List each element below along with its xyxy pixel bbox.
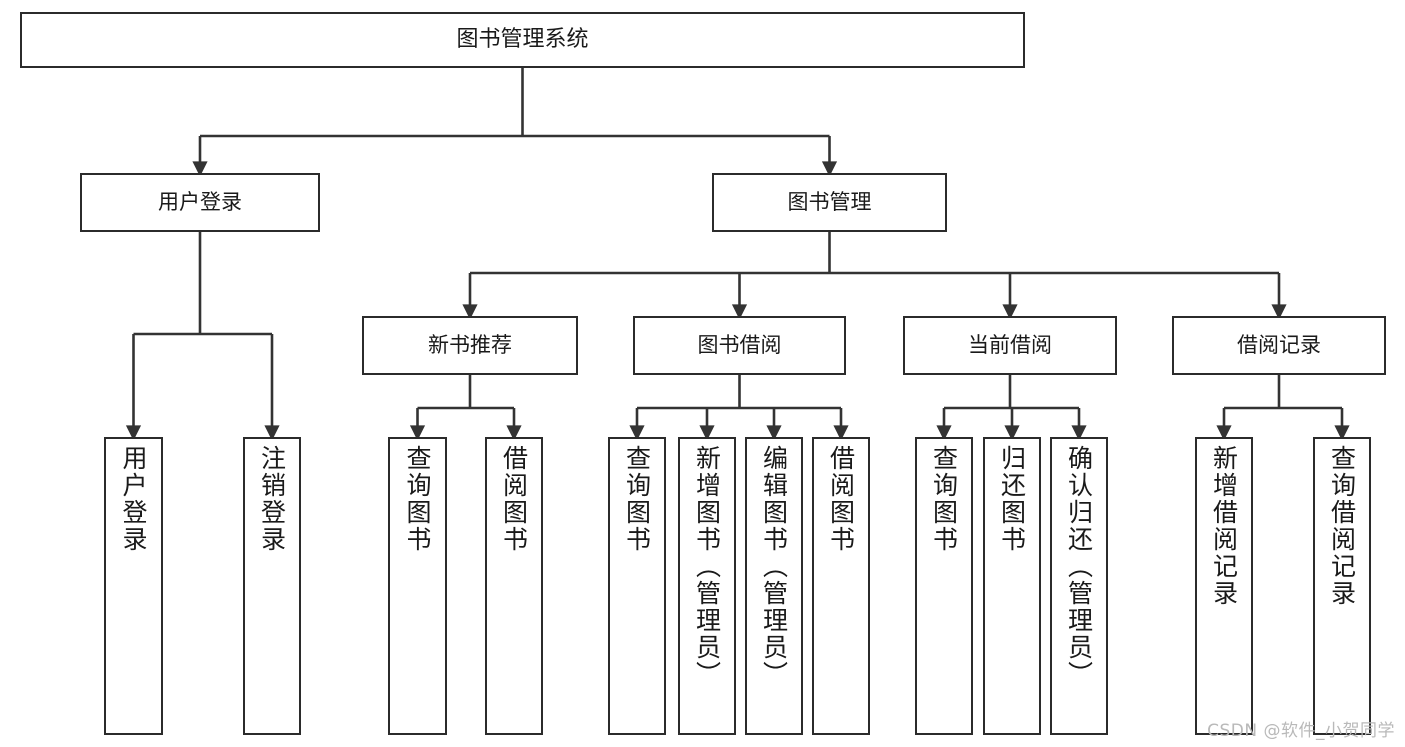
node-leaf-query-book-rec[interactable]: 查询图书: [388, 437, 447, 735]
node-root[interactable]: 图书管理系统: [20, 12, 1025, 68]
node-leaf-logout[interactable]: 注销登录: [243, 437, 301, 735]
node-leaf-query-record[interactable]: 查询借阅记录: [1313, 437, 1371, 735]
node-label-leaf-logout: 注销登录: [257, 445, 287, 553]
node-leaf-add-record[interactable]: 新增借阅记录: [1195, 437, 1253, 735]
node-new-book-recommend[interactable]: 新书推荐: [362, 316, 578, 375]
node-leaf-add-book[interactable]: 新增图书（管理员）: [678, 437, 736, 735]
node-label-leaf-query-record: 查询借阅记录: [1327, 445, 1357, 607]
node-label-user-login: 用户登录: [158, 190, 242, 215]
node-leaf-query-book-cur[interactable]: 查询图书: [915, 437, 973, 735]
node-label-leaf-confirm-return: 确认归还（管理员）: [1064, 445, 1094, 688]
node-label-leaf-query-book-rec: 查询图书: [403, 445, 432, 553]
node-label-leaf-borrow-book: 借阅图书: [826, 445, 856, 553]
node-label-root: 图书管理系统: [456, 27, 589, 53]
node-leaf-user-login[interactable]: 用户登录: [104, 437, 163, 735]
node-label-book-borrow: 图书借阅: [697, 333, 782, 358]
node-leaf-borrow-book-rec[interactable]: 借阅图书: [485, 437, 543, 735]
node-label-leaf-return-book: 归还图书: [997, 445, 1027, 553]
node-user-login[interactable]: 用户登录: [80, 173, 320, 232]
node-label-leaf-add-record: 新增借阅记录: [1209, 445, 1239, 607]
node-leaf-query-book-borrow[interactable]: 查询图书: [608, 437, 666, 735]
node-label-leaf-query-book-cur: 查询图书: [929, 445, 959, 553]
node-book-management[interactable]: 图书管理: [712, 173, 947, 232]
node-label-new-book-recommend: 新书推荐: [428, 333, 512, 358]
node-book-borrow[interactable]: 图书借阅: [633, 316, 846, 375]
node-leaf-return-book[interactable]: 归还图书: [983, 437, 1041, 735]
node-leaf-borrow-book[interactable]: 借阅图书: [812, 437, 870, 735]
node-label-borrow-record: 借阅记录: [1237, 333, 1321, 358]
node-leaf-edit-book[interactable]: 编辑图书（管理员）: [745, 437, 803, 735]
node-borrow-record[interactable]: 借阅记录: [1172, 316, 1386, 375]
node-leaf-confirm-return[interactable]: 确认归还（管理员）: [1050, 437, 1108, 735]
node-label-leaf-add-book: 新增图书（管理员）: [692, 445, 722, 688]
node-label-current-borrow: 当前借阅: [968, 333, 1052, 358]
node-label-leaf-user-login: 用户登录: [119, 445, 148, 553]
node-label-book-management: 图书管理: [787, 190, 872, 215]
node-label-leaf-borrow-book-rec: 借阅图书: [499, 445, 529, 553]
node-label-leaf-edit-book: 编辑图书（管理员）: [759, 445, 789, 688]
node-label-leaf-query-book-borrow: 查询图书: [622, 445, 652, 553]
node-current-borrow[interactable]: 当前借阅: [903, 316, 1117, 375]
